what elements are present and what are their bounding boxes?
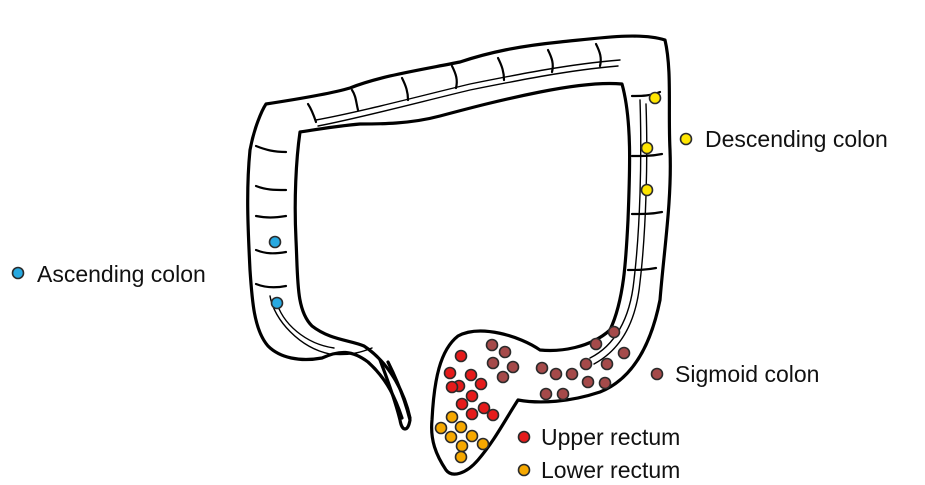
marker-lower-rectum bbox=[457, 441, 468, 452]
marker-sigmoid bbox=[487, 340, 498, 351]
marker-lower-rectum bbox=[478, 439, 489, 450]
marker-sigmoid bbox=[541, 389, 552, 400]
marker-lower-rectum bbox=[436, 423, 447, 434]
marker-sigmoid bbox=[591, 339, 602, 350]
marker-descending bbox=[650, 93, 661, 104]
marker-ascending bbox=[270, 237, 281, 248]
marker-sigmoid bbox=[488, 358, 499, 369]
marker-lower-rectum bbox=[447, 412, 458, 423]
marker-sigmoid bbox=[619, 348, 630, 359]
label-ascending-colon: Ascending colon bbox=[13, 261, 206, 287]
marker-upper-rectum bbox=[466, 370, 477, 381]
legend-marker-upper-rectum bbox=[519, 432, 530, 443]
legend-marker-descending bbox=[681, 134, 692, 145]
marker-descending bbox=[642, 143, 653, 154]
marker-upper-rectum bbox=[467, 409, 478, 420]
marker-sigmoid bbox=[537, 363, 548, 374]
label-text-sigmoid: Sigmoid colon bbox=[675, 361, 819, 387]
marker-upper-rectum bbox=[467, 391, 478, 402]
label-upper-rectum: Upper rectum bbox=[519, 424, 681, 450]
marker-sigmoid bbox=[558, 389, 569, 400]
marker-sigmoid bbox=[581, 359, 592, 370]
label-text-upper-rectum: Upper rectum bbox=[541, 424, 680, 450]
marker-upper-rectum bbox=[456, 351, 467, 362]
legend-marker-ascending bbox=[13, 268, 24, 279]
marker-upper-rectum bbox=[445, 368, 456, 379]
marker-descending bbox=[642, 185, 653, 196]
label-text-descending: Descending colon bbox=[705, 126, 888, 152]
label-descending-colon: Descending colon bbox=[681, 126, 888, 152]
marker-upper-rectum bbox=[457, 399, 468, 410]
marker-ascending bbox=[272, 298, 283, 309]
marker-lower-rectum bbox=[456, 452, 467, 463]
label-text-ascending: Ascending colon bbox=[37, 261, 206, 287]
marker-sigmoid bbox=[508, 362, 519, 373]
marker-upper-rectum bbox=[447, 382, 458, 393]
label-lower-rectum: Lower rectum bbox=[519, 457, 681, 483]
marker-sigmoid bbox=[609, 327, 620, 338]
marker-sigmoid bbox=[583, 377, 594, 388]
marker-lower-rectum bbox=[456, 422, 467, 433]
marker-lower-rectum bbox=[446, 432, 457, 443]
marker-sigmoid bbox=[500, 347, 511, 358]
descending-colon-dots bbox=[642, 93, 661, 196]
marker-sigmoid bbox=[567, 369, 578, 380]
label-sigmoid-colon: Sigmoid colon bbox=[652, 361, 820, 387]
legend-marker-sigmoid bbox=[652, 369, 663, 380]
marker-upper-rectum bbox=[476, 379, 487, 390]
marker-upper-rectum bbox=[488, 410, 499, 421]
legend-marker-lower-rectum bbox=[519, 465, 530, 476]
label-text-lower-rectum: Lower rectum bbox=[541, 457, 680, 483]
marker-sigmoid bbox=[600, 378, 611, 389]
marker-sigmoid bbox=[498, 372, 509, 383]
marker-sigmoid bbox=[602, 359, 613, 370]
ascending-colon-dots bbox=[270, 237, 283, 309]
marker-lower-rectum bbox=[467, 431, 478, 442]
marker-sigmoid bbox=[551, 369, 562, 380]
